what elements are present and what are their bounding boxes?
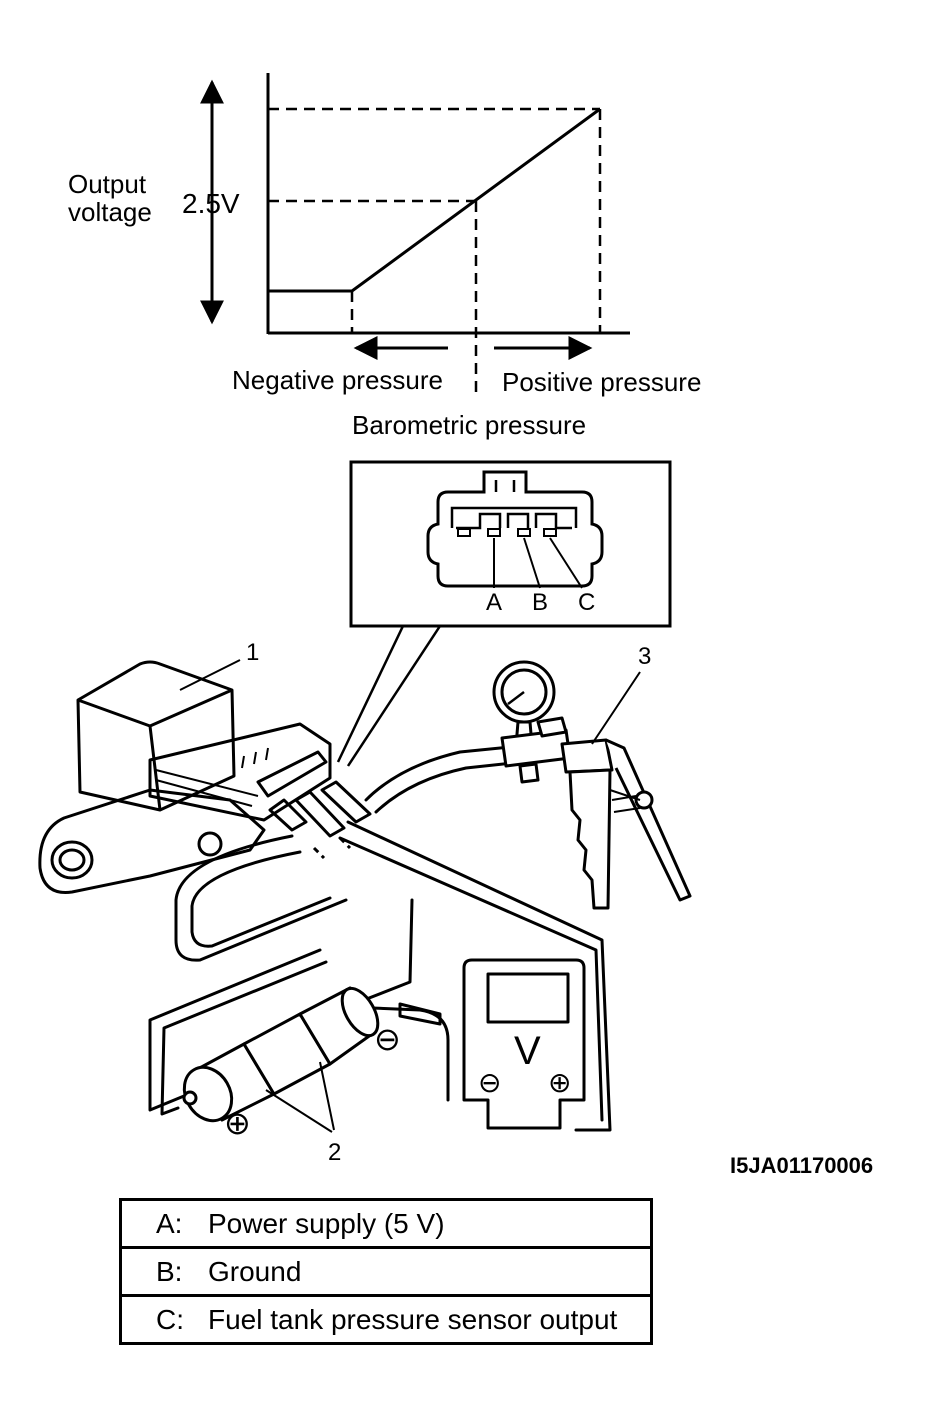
wire-to-meter-positive	[346, 820, 612, 1132]
connector-pin-a	[487, 528, 501, 537]
voltmeter-symbol: V	[514, 1029, 541, 1073]
legend-key: A:	[156, 1207, 183, 1239]
pin-b-leader	[523, 537, 541, 589]
sensor-connector-opening	[256, 750, 328, 798]
callout-1: 1	[246, 639, 259, 666]
wire-battery-negative	[362, 898, 414, 1002]
callout-3: 3	[638, 643, 651, 670]
voltmeter	[462, 958, 586, 1130]
connector-housing	[426, 470, 604, 588]
battery-negative-symbol: ⊖	[374, 1021, 401, 1057]
wire-ground-loop	[190, 850, 332, 948]
pump-callout-leader	[591, 671, 641, 745]
connector-detail: A B C	[336, 460, 672, 767]
pin-label-a: A	[486, 589, 502, 616]
vacuum-hose	[364, 744, 522, 802]
voltmeter-positive-terminal: ⊕	[548, 1067, 571, 1098]
batteries	[182, 986, 380, 1133]
wire-battery-positive	[148, 948, 322, 1112]
battery-positive-symbol: ⊕	[224, 1105, 251, 1141]
pressure-gauge-needle	[507, 691, 525, 705]
legend-description: Fuel tank pressure sensor output	[208, 1303, 618, 1335]
sensor-connector-body	[148, 722, 332, 822]
probe-dash	[312, 846, 326, 860]
pump-head	[560, 738, 614, 774]
x-positive-label: Positive pressure	[502, 367, 701, 397]
pump-fitting	[536, 716, 568, 738]
probe-c	[320, 780, 372, 824]
legend-row-c: C: Fuel tank pressure sensor output	[122, 1297, 650, 1345]
connector-pin-c	[543, 528, 557, 537]
legend-row-a: A: Power supply (5 V)	[122, 1201, 650, 1249]
ylabel-line2: voltage	[68, 197, 152, 227]
pin-legend-table: A: Power supply (5 V) B: Ground C: Fuel …	[119, 1198, 653, 1345]
ylabel-line1: Output	[68, 169, 147, 199]
vacuum-pump-gauge	[492, 660, 692, 910]
pin-label-b: B	[532, 589, 548, 616]
battery-terminal	[182, 1090, 198, 1106]
connector-inner	[450, 506, 578, 530]
detail-leader	[346, 625, 442, 767]
wire-battery-positive	[160, 960, 328, 1116]
probe-leads	[268, 780, 372, 860]
y-marker-label: 2.5V	[182, 188, 240, 219]
pin-label-c: C	[578, 589, 595, 616]
wiring	[148, 744, 612, 1132]
detail-leader	[336, 625, 405, 763]
legend-description: Power supply (5 V)	[208, 1207, 445, 1239]
battery-end-neg	[340, 986, 380, 1038]
voltmeter-negative-terminal: ⊖	[478, 1067, 501, 1098]
wire-to-meter-positive	[338, 836, 604, 1122]
pump-spring	[609, 789, 641, 813]
wire-ground-loop	[174, 834, 348, 962]
sensor-body	[76, 660, 236, 812]
graph-guide-lines	[268, 107, 602, 395]
voltmeter-display	[486, 972, 570, 1024]
sensor-connector-ribs	[155, 769, 259, 807]
x-negative-label: Negative pressure	[232, 365, 443, 395]
sensor-lock-marks	[241, 747, 269, 769]
connector-pin-b	[517, 528, 531, 537]
figure-id: I5JA01170006	[730, 1153, 873, 1178]
fuel-tank-pressure-sensor	[38, 659, 332, 894]
sensor-body-top	[77, 688, 233, 811]
callout-2: 2	[328, 1139, 341, 1166]
battery-callout-leader	[265, 1089, 333, 1133]
legend-description: Ground	[208, 1255, 302, 1287]
connector-tab	[494, 480, 516, 492]
pin-c-leader	[549, 537, 583, 589]
output-voltage-graph: Output voltage 2.5V Negative pressure Po…	[68, 73, 701, 440]
sensor-callout-leader	[179, 659, 241, 691]
pump-lever	[605, 738, 692, 902]
probe-a	[268, 798, 308, 832]
vacuum-hose	[374, 760, 524, 814]
legend-key: C:	[156, 1303, 184, 1335]
pump-valve-body	[500, 728, 572, 768]
connector-detail-frame	[349, 460, 672, 628]
connector-pin	[457, 528, 471, 537]
pump-handle-grip	[568, 768, 612, 910]
probe-b	[294, 790, 346, 838]
sensor-screw	[197, 831, 223, 857]
battery-callout-leader	[319, 1061, 335, 1131]
sensor-mount-hole-inner	[58, 848, 86, 872]
pump-lever-pivot	[634, 790, 654, 810]
sensor-mount-hole	[50, 840, 94, 880]
legend-key: B:	[156, 1255, 183, 1287]
pump-valve-outlet	[518, 762, 540, 784]
x-center-label: Barometric pressure	[352, 410, 586, 440]
probe-negative	[398, 1002, 442, 1026]
legend-row-b: B: Ground	[122, 1249, 650, 1297]
